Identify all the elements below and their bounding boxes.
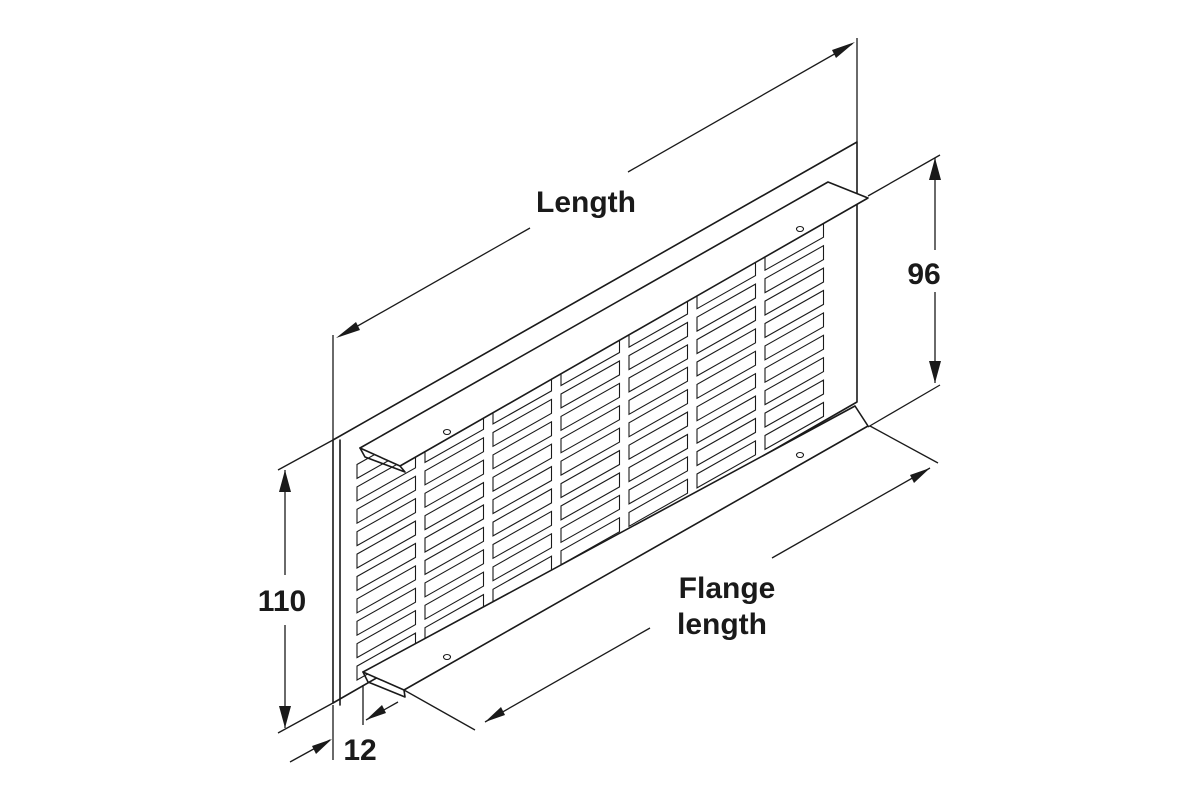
total-height-dimension: 110 (258, 439, 334, 734)
vent-slot (356, 564, 417, 614)
vent-slot (628, 388, 689, 438)
vent-slot (764, 267, 825, 316)
vent-slot (560, 449, 621, 499)
vent-slot (696, 395, 757, 445)
vent-slot (356, 542, 417, 592)
vent-slot (628, 433, 689, 483)
vent-slot (492, 532, 553, 582)
plate-height-dimension: 96 (867, 154, 941, 428)
vent-slot (492, 443, 553, 493)
vent-slot (764, 289, 825, 339)
vent-slot (424, 571, 485, 621)
vent-slot (696, 439, 757, 489)
vent-slot (560, 427, 621, 477)
flange-depth-dimension: 12 (289, 685, 399, 767)
vent-slot (764, 356, 825, 406)
top-flange-screw-hole-left (442, 428, 452, 436)
vent-slot (356, 520, 417, 569)
vent-slot (424, 504, 485, 553)
vent-slot (356, 609, 417, 659)
vent-slot (696, 350, 757, 400)
total-height-label: 110 (258, 585, 306, 618)
vent-slot (696, 417, 757, 467)
vent-slot (628, 366, 689, 416)
length-label: Length (536, 186, 636, 219)
vent-slot (764, 379, 825, 428)
flange-length-label-line1: Flange (679, 572, 776, 605)
bottom-flange-lip (362, 671, 406, 698)
vent-slot (696, 327, 757, 377)
vent-slot (696, 305, 757, 355)
flange-length-dimension: Flange length (403, 425, 939, 731)
top-flange-lip (359, 447, 406, 473)
flange-depth-label: 12 (343, 734, 376, 767)
vent-slot (492, 465, 553, 515)
length-dimension: Length (332, 38, 858, 440)
vent-slot (356, 475, 417, 525)
vent-slot (764, 401, 825, 451)
flange-length-label-line2: length (677, 608, 767, 641)
bottom-flange (362, 405, 869, 691)
vent-slot (492, 510, 553, 560)
top-flange-screw-hole-right (795, 225, 805, 233)
vent-slot (764, 334, 825, 384)
bottom-flange-screw-hole-left (442, 653, 452, 661)
vent-slot (424, 459, 485, 509)
top-flange (359, 181, 869, 467)
vent-slot (424, 481, 485, 531)
vent-slot (764, 244, 825, 294)
vent-slot (628, 411, 689, 461)
vent-slot (628, 455, 689, 505)
vent-slot (492, 420, 553, 470)
vent-slot (356, 497, 417, 547)
vent-slot (356, 587, 417, 637)
vent-slot (628, 478, 689, 528)
plate-height-label: 96 (907, 258, 940, 291)
vent-slot (424, 436, 485, 486)
vent-slot (560, 516, 621, 566)
vent-slot (560, 404, 621, 454)
vent-slot (560, 382, 621, 432)
vent-slot (628, 343, 689, 393)
bottom-flange-screw-hole-right (795, 451, 805, 459)
vent-slot (764, 311, 825, 361)
vent-slot (492, 488, 553, 537)
vent-slot (696, 283, 757, 333)
vent-slot-grid (356, 199, 825, 681)
vent-slot (492, 398, 553, 448)
vent-slot (560, 360, 621, 409)
vent-slot (560, 494, 621, 544)
vent-slot (424, 526, 485, 576)
vent-slot (560, 472, 621, 521)
vent-slot (424, 548, 485, 598)
vent-slot (628, 321, 689, 371)
vent-slot (696, 372, 757, 422)
